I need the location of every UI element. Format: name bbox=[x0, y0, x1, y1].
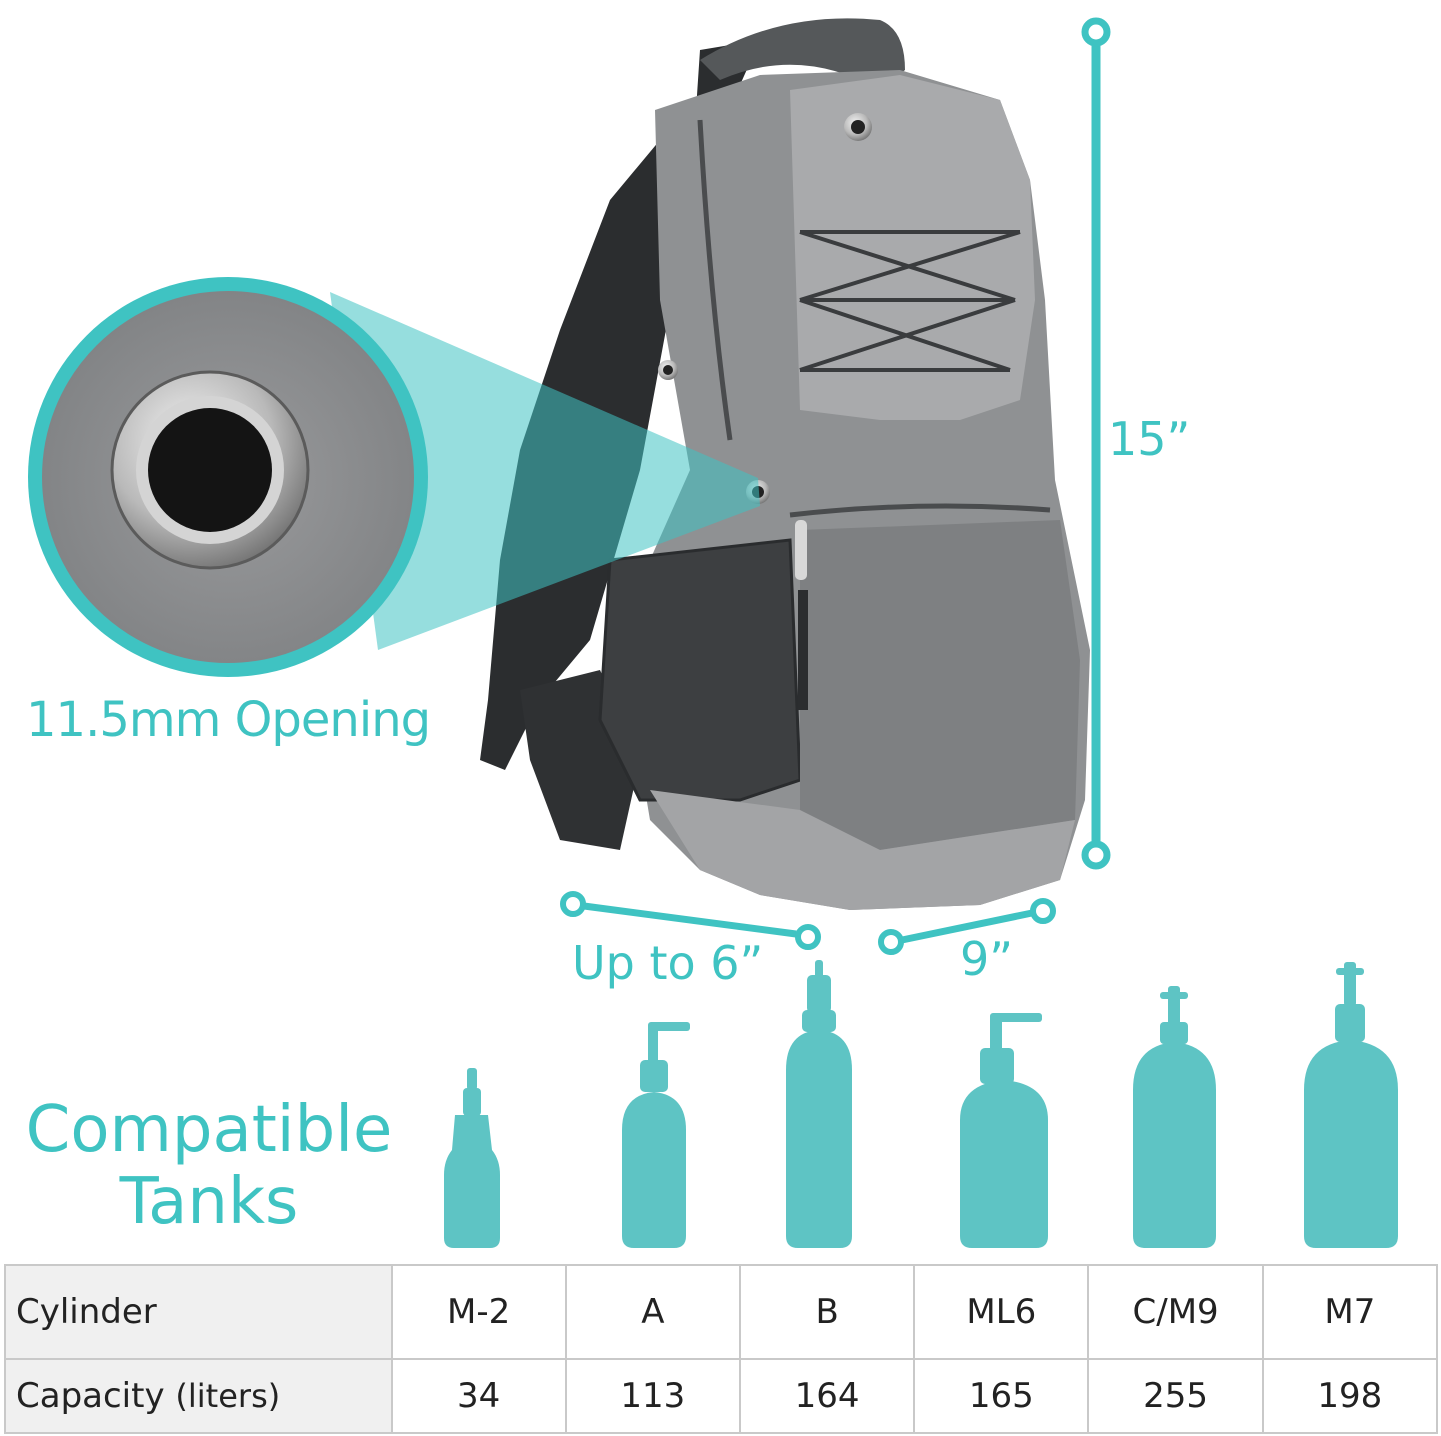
oxygen-tank-icon-ml6 bbox=[960, 1013, 1048, 1248]
width-dimension-label: 9” bbox=[960, 932, 1014, 986]
compatible-tanks-heading: Compatible Tanks bbox=[4, 1094, 414, 1238]
capacity-cell: 255 bbox=[1087, 1358, 1264, 1434]
tank-spec-table: Cylinder M-2 A B ML6 C/M9 M7 Capacity (l… bbox=[4, 1264, 1439, 1434]
oxygen-tank-icon-b bbox=[786, 960, 852, 1248]
capacity-cell: 165 bbox=[913, 1358, 1090, 1434]
oxygen-tank-icon-m2 bbox=[444, 1068, 500, 1248]
capacity-unit: (liters) bbox=[175, 1377, 281, 1415]
grommet-zoom-icon bbox=[28, 277, 428, 677]
capacity-row: Capacity (liters) 34 113 164 165 255 198 bbox=[4, 1358, 1439, 1434]
depth-dimension-line bbox=[560, 891, 821, 950]
oxygen-tank-icon-cm9 bbox=[1133, 986, 1216, 1248]
capacity-cell: 198 bbox=[1261, 1358, 1439, 1434]
opening-size-label: 11.5mm Opening bbox=[26, 692, 431, 748]
heading-line-1: Compatible bbox=[25, 1093, 393, 1167]
backpack-illustration bbox=[480, 18, 1090, 910]
oxygen-tank-icon-a bbox=[622, 1022, 690, 1248]
cylinder-row: Cylinder M-2 A B ML6 C/M9 M7 bbox=[4, 1264, 1439, 1360]
capacity-header: Capacity (liters) bbox=[4, 1358, 393, 1434]
capacity-cell: 34 bbox=[390, 1358, 567, 1434]
cylinder-cell: M7 bbox=[1261, 1264, 1439, 1360]
cylinder-cell: B bbox=[738, 1264, 916, 1360]
capacity-cell: 113 bbox=[564, 1358, 742, 1434]
height-dimension-line bbox=[1081, 17, 1111, 870]
cylinder-cell: C/M9 bbox=[1087, 1264, 1264, 1360]
capacity-cell: 164 bbox=[738, 1358, 916, 1434]
heading-line-2: Tanks bbox=[119, 1165, 299, 1239]
cylinder-cell: ML6 bbox=[913, 1264, 1090, 1360]
cylinder-cell: M-2 bbox=[390, 1264, 567, 1360]
height-dimension-label: 15” bbox=[1108, 412, 1191, 466]
cylinder-header: Cylinder bbox=[4, 1264, 393, 1360]
width-dimension-line bbox=[878, 898, 1056, 955]
callout-beam bbox=[330, 292, 760, 650]
cylinder-cell: A bbox=[564, 1264, 742, 1360]
oxygen-tank-icon-m7 bbox=[1304, 962, 1398, 1248]
depth-dimension-label: Up to 6” bbox=[572, 936, 764, 990]
capacity-label: Capacity bbox=[16, 1376, 165, 1416]
